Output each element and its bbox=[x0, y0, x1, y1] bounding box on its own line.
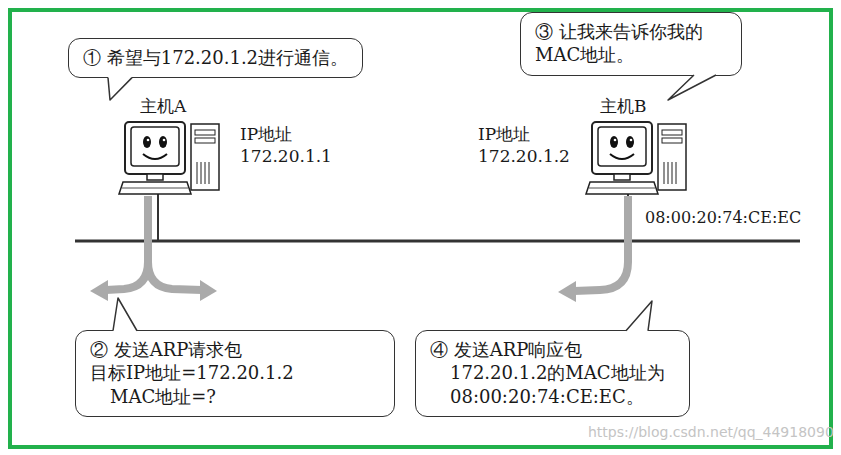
network-line bbox=[75, 240, 800, 243]
tail-fill bbox=[113, 298, 137, 333]
text-label: 主机A bbox=[140, 96, 186, 116]
computer bbox=[119, 122, 219, 194]
tail-outline bbox=[626, 301, 652, 331]
packet-arrow bbox=[106, 196, 628, 291]
bubble-text: 目标IP地址=172.20.1.2 bbox=[90, 361, 380, 384]
bubble-heading: ④ 发送ARP响应包 bbox=[430, 338, 675, 361]
computer bbox=[586, 122, 686, 194]
bubble-text: MAC地址=? bbox=[90, 385, 380, 408]
watermark: https://blog.csdn.net/qq_44918090 bbox=[588, 424, 834, 441]
tail-outline bbox=[668, 75, 716, 100]
arrow-head bbox=[558, 281, 576, 302]
speech-bubble: ④ 发送ARP响应包172.20.1.2的MAC地址为 08:00:20:74:… bbox=[415, 330, 690, 417]
speech-bubble: ① 希望与172.20.1.2进行通信。 bbox=[68, 38, 363, 78]
tail-outline bbox=[113, 298, 137, 331]
tail-fill bbox=[108, 75, 132, 100]
tail-fill bbox=[626, 301, 652, 333]
bubble-text: 172.20.1.2的MAC地址为 08:00:20:74:CE:EC。 bbox=[430, 361, 675, 408]
text-label: IP地址 bbox=[478, 124, 530, 144]
tail-outline bbox=[108, 78, 132, 100]
text-label: 主机B bbox=[600, 96, 647, 116]
text-label: 08:00:20:74:CE:EC bbox=[645, 208, 801, 227]
speech-bubble: ② 发送ARP请求包目标IP地址=172.20.1.2MAC地址=? bbox=[75, 330, 395, 417]
tail-fill bbox=[668, 73, 716, 100]
text-label: 172.20.1.2 bbox=[478, 146, 570, 166]
speech-bubble: ③ 让我来告诉你我的 MAC地址。 bbox=[520, 12, 742, 76]
bubble-heading: ③ 让我来告诉你我的 MAC地址。 bbox=[535, 20, 727, 67]
arrow-head bbox=[90, 280, 108, 301]
host-cable bbox=[157, 194, 159, 241]
arrow-head bbox=[200, 280, 217, 301]
text-label: 172.20.1.1 bbox=[240, 146, 332, 166]
bubble-heading: ① 希望与172.20.1.2进行通信。 bbox=[83, 46, 348, 69]
frame bbox=[10, 10, 831, 447]
text-label: IP地址 bbox=[240, 124, 292, 144]
bubble-heading: ② 发送ARP请求包 bbox=[90, 338, 380, 361]
